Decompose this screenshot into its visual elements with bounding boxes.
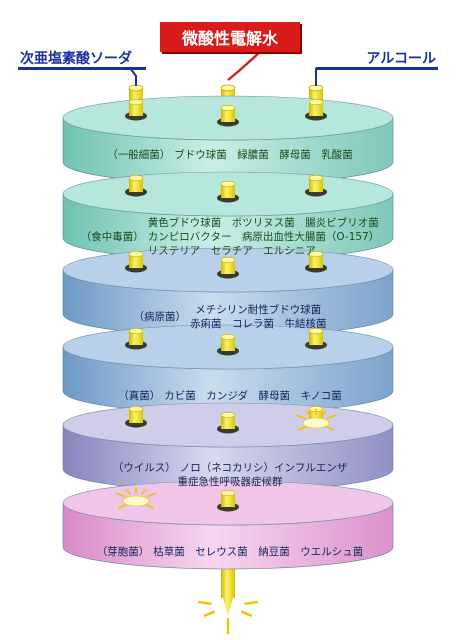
layer-1-category: （一般細菌）	[107, 149, 171, 161]
hypochlorite-label: 次亜塩素酸ソーダ	[20, 51, 132, 67]
layer-2-rod-1	[129, 178, 143, 192]
virus-layer-spark-ray-4	[320, 410, 327, 417]
layer-2-rod-cap-2	[220, 180, 236, 188]
layer-5-rod-1	[129, 409, 143, 423]
title-connector	[227, 51, 261, 81]
layer-6-rod-1	[221, 493, 235, 507]
layer-1-disc	[62, 95, 394, 185]
spore-layer-spark-glow	[122, 495, 150, 507]
spore-layer-spark-ray-5	[146, 492, 157, 498]
layer-3-disc	[62, 247, 394, 337]
layer-4-rod-2	[221, 337, 235, 351]
layer-3-rod-2	[221, 260, 235, 274]
layer-1-rod-1	[129, 102, 143, 116]
spore-layer-spark-ray-4	[140, 488, 147, 495]
layer-4-rod-cap-1	[128, 327, 144, 335]
layer-2-rod-cap-3	[308, 174, 324, 182]
label-connectors	[128, 51, 317, 86]
layer-2-category: （食中毒菌）	[80, 231, 144, 243]
virus-layer-spark-ray-7	[325, 426, 335, 431]
spore-layer-spark-ray-6	[117, 504, 127, 509]
layer-4-rod-cap-3	[308, 327, 324, 335]
rod-tip	[221, 590, 235, 616]
spore-layer-spark-ray-1	[115, 492, 126, 498]
layer-5-line-1: ノロ（ネコカリシ）インフルエンザ	[179, 462, 348, 474]
layer-5-text: （ウイルス）ノロ（ネコカリシ）インフルエンザ 重症急性呼吸器症候群	[70, 461, 390, 489]
virus-layer-spark-ray-5	[326, 414, 337, 420]
tip-ray-3	[240, 610, 253, 618]
layer-5-rod-cap-1	[128, 405, 144, 413]
layer-3-category: （病原菌）	[133, 311, 187, 323]
virus-layer-spark-ray-6	[297, 426, 307, 431]
layer-3-rod-cap-2	[220, 256, 236, 264]
layer-5-line-1-wrap: （ウイルス）ノロ（ネコカリシ）インフルエンザ	[70, 461, 390, 475]
layer-6-category: （芽胞菌）	[96, 546, 150, 558]
layer-4-line-1: カビ菌 カンジダ 酵母菌 キノコ菌	[164, 390, 342, 402]
layer-6-disc	[62, 480, 394, 570]
layer-2-rod-2	[221, 184, 235, 198]
rod-cap-2	[220, 84, 236, 92]
spore-layer-spark-ray-2	[125, 488, 132, 495]
layer-6-line-1: 枯草菌 セレウス菌 納豆菌 ウエルシュ菌	[153, 546, 364, 558]
layer-1-rod-cap-1	[128, 98, 144, 106]
layer-6-rod-cap-1	[220, 489, 236, 497]
spore-layer-spark-ray-7	[145, 504, 155, 509]
layer-2-text: （食中毒菌） 黄色ブドウ球菌 ボツリヌス菌 腸炎ビブリオ菌 カンピロバクター 病…	[70, 216, 390, 258]
layer-4-rod-3	[309, 331, 323, 345]
rod-tip-rays	[197, 600, 259, 634]
layer-1-rod-cap-2	[220, 104, 236, 112]
layer-1-text: （一般細菌）ブドウ球菌 緑膿菌 酵母菌 乳酸菌	[70, 148, 390, 162]
layer-4-text: （真菌）カビ菌 カンジダ 酵母菌 キノコ菌	[70, 389, 390, 403]
left-connector	[128, 67, 146, 86]
layer-2-line-3: リステリア セラチア エルシニア	[147, 245, 316, 257]
virus-layer-spark-ray-2	[305, 410, 312, 417]
tip-ray-1	[197, 600, 212, 605]
title-box: 微酸性電解水	[160, 22, 300, 52]
layer-5-rod-2	[221, 415, 235, 429]
alcohol-label: アルコール	[366, 51, 436, 67]
layer-3-line-1: メチシリン耐性ブドウ球菌	[195, 304, 322, 316]
layer-4-disc	[62, 324, 394, 414]
alcohol-underline	[316, 67, 438, 70]
tip-ray-4	[244, 600, 259, 605]
layer-4-category: （真菌）	[118, 390, 161, 402]
layer-2-rod-3	[309, 178, 323, 192]
layer-3-rod-cap-1	[128, 250, 144, 258]
layer-3-rod-cap-3	[308, 250, 324, 258]
virus-layer-spark-ray-1	[295, 414, 306, 420]
layer-1-rod-3	[309, 102, 323, 116]
spore-layer-spark	[115, 487, 157, 509]
layer-5-category: （ウイルス）	[112, 462, 176, 474]
layer-2-disc	[62, 171, 394, 261]
layer-5-line-2: 重症急性呼吸器症候群	[177, 476, 283, 488]
layer-3-line-2: 赤痢菌 コレラ菌 牛結核菌	[190, 318, 327, 330]
layer-4-rod-cap-2	[220, 333, 236, 341]
layer-5-disc	[62, 402, 394, 492]
layer-6-text: （芽胞菌）枯草菌 セレウス菌 納豆菌 ウエルシュ菌	[70, 545, 390, 559]
hypochlorite-underline	[18, 67, 146, 70]
layer-3-rod-3	[309, 254, 323, 268]
layer-3-rod-1	[129, 254, 143, 268]
layer-1-line-1: ブドウ球菌 緑膿菌 酵母菌 乳酸菌	[174, 149, 353, 161]
layer-5-rod-cap-2	[220, 411, 236, 419]
layer-4-rod-1	[129, 331, 143, 345]
layer-2-line-2: カンピロバクター 病原出血性大腸菌（O-157）	[147, 231, 380, 243]
virus-layer-spark-glow	[302, 417, 330, 429]
layer-1-rod-cap-3	[308, 98, 324, 106]
tip-ray-2	[203, 610, 216, 618]
virus-layer-spark	[295, 409, 337, 431]
layer-3-text: （病原菌） メチシリン耐性ブドウ球菌 赤痢菌 コレラ菌 牛結核菌	[70, 303, 390, 331]
layer-2-line-1: 黄色ブドウ球菌 ボツリヌス菌 腸炎ビブリオ菌	[147, 217, 379, 229]
layer-2-rod-cap-1	[128, 174, 144, 182]
layer-1-rod-2	[221, 108, 235, 122]
